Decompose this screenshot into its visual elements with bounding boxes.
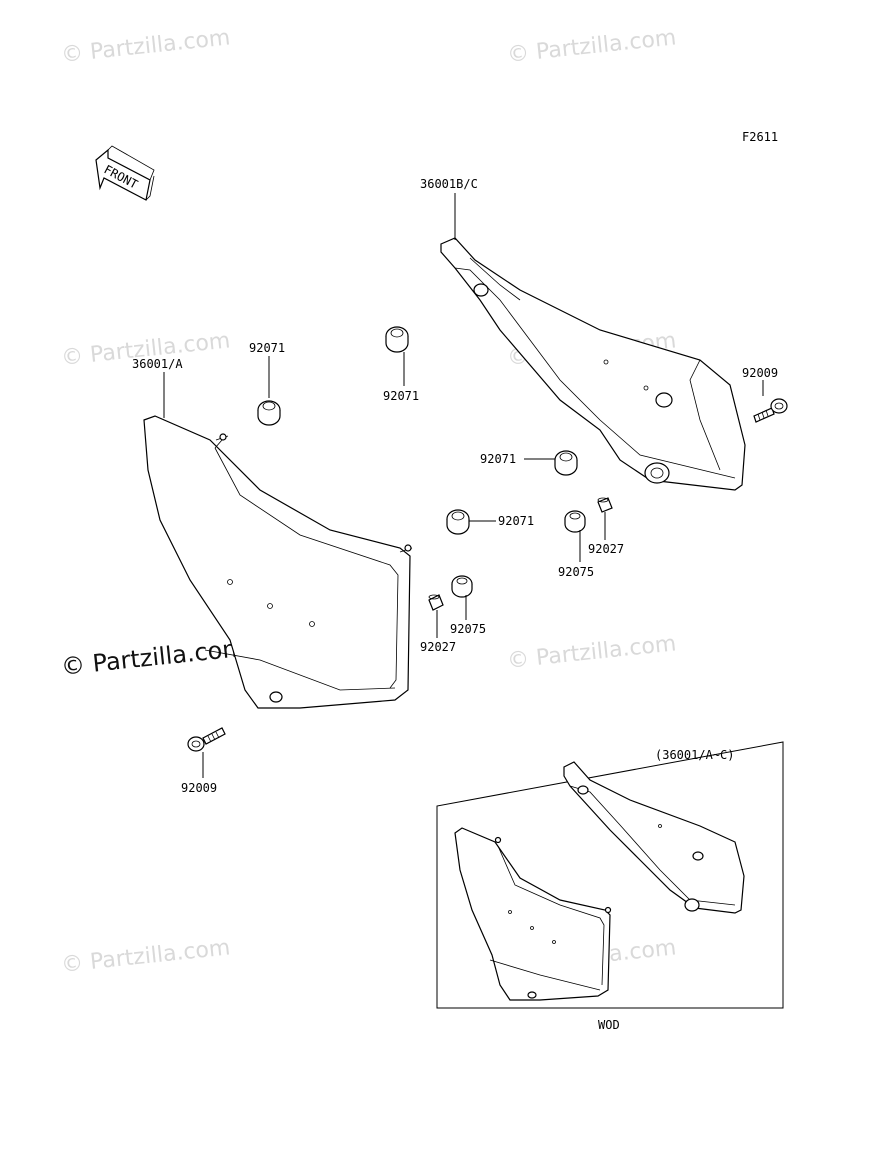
side-cover-right [440,237,746,491]
front-arrow-icon: FRONT [95,145,155,201]
callout-36001bc: 36001B/C [420,177,478,191]
bush-92027-upper [597,497,613,513]
callout-92009-right: 92009 [742,366,778,380]
grommet-92071-c [554,450,578,476]
callout-36001a: 36001/A [132,357,183,371]
inset-caption: WOD [598,1018,620,1032]
side-cover-left [143,415,413,709]
grommet-92071-b [385,326,409,353]
inset-variant-box: (36001/A~C) [436,741,784,1009]
bush-92027-lower [428,594,444,611]
callout-92027-upper: 92027 [588,542,624,556]
bolt-92009-left [187,727,226,752]
callout-92009-left: 92009 [181,781,217,795]
inset-title: (36001/A~C) [655,748,734,762]
callout-92075-upper: 92075 [558,565,594,579]
callout-92027-lower: 92027 [420,640,456,654]
collar-92075-upper [564,510,586,533]
callout-92071-a: 92071 [249,341,285,355]
collar-92075-lower [451,575,473,598]
watermark: © Partzilla.com [60,935,231,978]
watermark: © Partzilla.com [506,631,677,674]
watermark: © Partzilla.com [506,25,677,68]
callout-92071-b: 92071 [383,389,419,403]
bolt-92009-right [753,398,788,423]
grommet-92071-d [446,509,470,535]
figure-code: F2611 [742,130,778,144]
watermark-group: © Partzilla.com © Partzilla.com © Partzi… [60,25,678,978]
callout-92071-c: 92071 [480,452,516,466]
callout-92075-lower: 92075 [450,622,486,636]
grommet-92071-a [257,400,281,426]
watermark: © Partzilla.com [60,25,231,68]
callout-92071-d: 92071 [498,514,534,528]
watermark-dark: © Partzilla.com [60,634,247,681]
